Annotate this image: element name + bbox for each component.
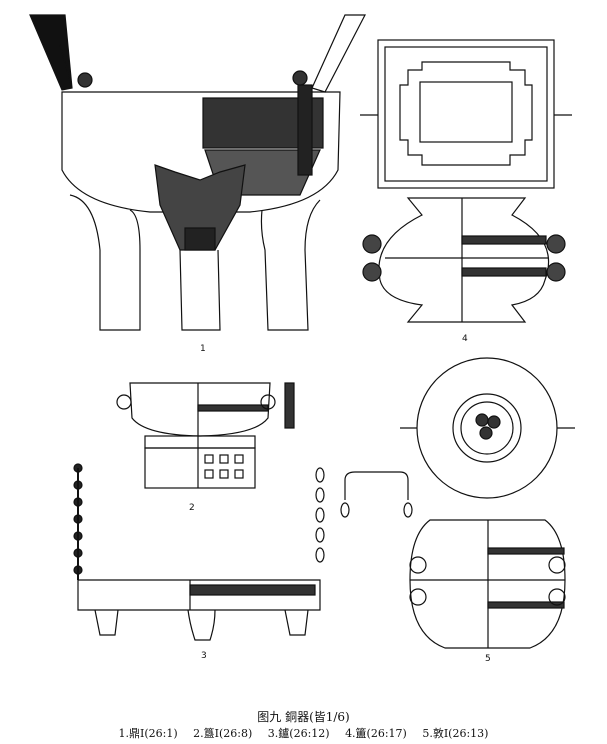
figure-caption: 1.鼎Ⅰ(26:1) 2.簋Ⅰ(26:8) 3.鑪(26:12) 4.簠(26:…	[0, 725, 607, 741]
figure-label-1: 1	[200, 344, 206, 354]
caption-item: 5.敦Ⅰ(26:13)	[422, 727, 489, 740]
caption-item: 4.簠(26:17)	[345, 727, 407, 740]
figure-label-5: 5	[485, 654, 491, 664]
caption-item: 3.鑪(26:12)	[267, 727, 330, 740]
figure-label-2: 2	[189, 503, 195, 513]
figure-title: 图九 銅器(皆1/6)	[257, 710, 350, 724]
ding-vessel-1	[29, 14, 366, 331]
figure-label-4: 4	[462, 334, 468, 344]
figure-label-3: 3	[201, 651, 207, 661]
lu-vessel-3	[73, 463, 413, 641]
gui-vessel-2	[116, 382, 295, 489]
fu-vessel-4	[360, 39, 572, 323]
caption-item: 1.鼎Ⅰ(26:1)	[118, 727, 178, 740]
dui-vessel-5	[400, 357, 575, 649]
caption-item: 2.簋Ⅰ(26:8)	[193, 727, 253, 740]
